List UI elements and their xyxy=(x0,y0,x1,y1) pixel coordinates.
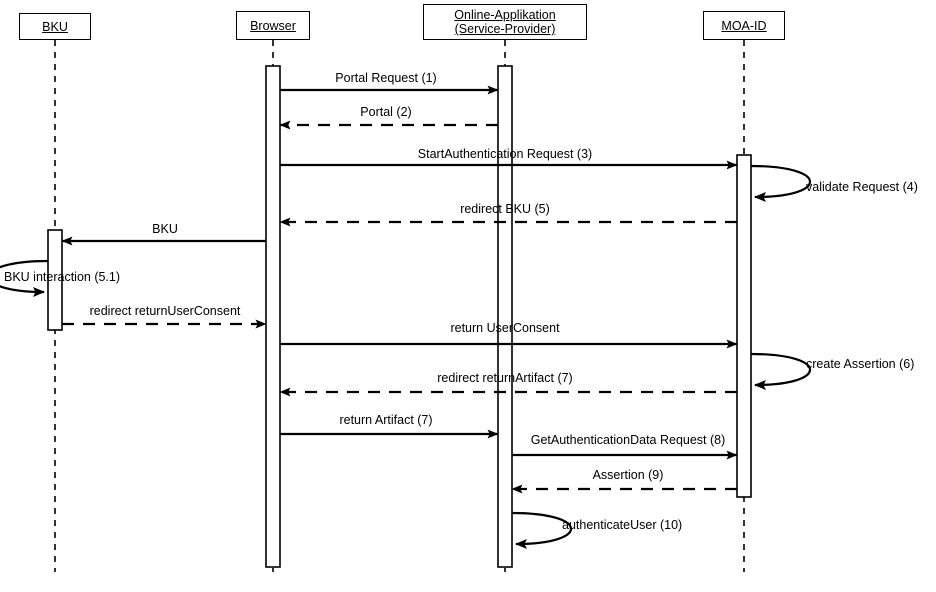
message-label-14: Assertion (9) xyxy=(592,468,664,482)
message-label-7: BKU interaction (5.1) xyxy=(4,270,121,284)
message-label-12: return Artifact (7) xyxy=(339,413,433,427)
message-label-3: StartAuthentication Request (3) xyxy=(417,147,593,161)
message-7-bku-interaction-5-1-self-arrow xyxy=(0,259,49,297)
message-label-8: redirect returnUserConsent xyxy=(89,304,241,318)
lifeline-label: BKU xyxy=(42,19,68,34)
lifeline-label: MOA-ID xyxy=(721,18,767,33)
activation-bar-oa xyxy=(497,65,513,568)
message-label-6: BKU xyxy=(152,222,178,236)
message-label-5: redirect BKU (5) xyxy=(460,202,550,216)
lifeline-header-bku[interactable]: BKU xyxy=(19,13,91,40)
message-4-validate-request-4-self-arrow xyxy=(750,164,812,202)
activation-bar-browser xyxy=(265,65,281,568)
lifeline-header-browser[interactable]: Browser xyxy=(236,11,310,40)
lifeline-header-moaid[interactable]: MOA-ID xyxy=(703,11,785,40)
message-label-11: redirect returnArtifact (7) xyxy=(437,371,573,385)
activation-bar-moaid xyxy=(736,154,752,498)
message-label-9: return UserConsent xyxy=(450,321,560,335)
activation-bar-bku xyxy=(47,229,63,331)
message-label-13: GetAuthenticationData Request (8) xyxy=(530,433,726,447)
message-label-2: Portal (2) xyxy=(360,105,412,119)
message-label-15: authenticateUser (10) xyxy=(562,518,683,532)
lifeline-header-oa[interactable]: Online-Applikation (Service-Provider) xyxy=(423,4,587,40)
message-label-1: Portal Request (1) xyxy=(335,71,437,85)
message-10-create-assertion-6-self-arrow xyxy=(750,352,812,390)
lifeline-label: Online-Applikation (Service-Provider) xyxy=(454,8,556,36)
message-label-10: create Assertion (6) xyxy=(806,357,915,371)
message-label-4: validate Request (4) xyxy=(806,180,918,194)
message-15-authenticateuser-10-self-arrow xyxy=(511,511,573,549)
lifeline-label: Browser xyxy=(250,18,296,33)
